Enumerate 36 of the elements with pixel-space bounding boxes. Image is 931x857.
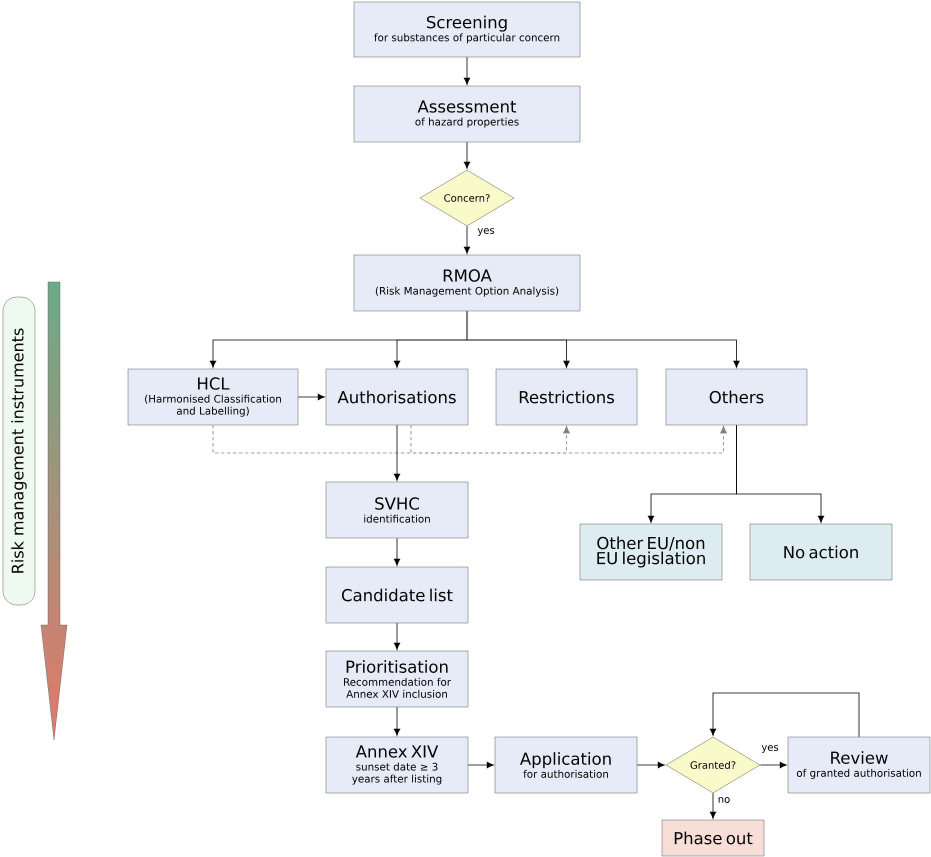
arrow <box>394 424 400 481</box>
arrow <box>394 622 400 650</box>
process-box: RMOA (Risk Management Option Analysis) <box>354 254 580 312</box>
process-box: Prioritisation Recommendation for Annex XIV inclusion <box>326 650 468 708</box>
process-box: Authorisations <box>326 368 468 426</box>
rounded-label-box: Risk management instruments <box>2 296 36 606</box>
outcome-box: Other EU/non EU legislation <box>580 524 722 580</box>
process-box: Candidate list <box>326 566 468 624</box>
process-box: HCL (Harmonised Classification and Labelling) <box>128 368 298 426</box>
process-box: Assessment of hazard properties <box>354 86 580 142</box>
process-box: SVHC identification <box>326 482 468 538</box>
arrow <box>760 762 787 768</box>
outcome-box: No action <box>750 524 892 580</box>
arrow <box>636 762 665 768</box>
arrow <box>710 692 860 738</box>
arrow <box>298 394 325 400</box>
process-box: Restrictions <box>496 368 638 426</box>
arrow <box>464 226 470 254</box>
process-box: Others <box>666 368 808 426</box>
arrow <box>394 538 400 566</box>
arrow <box>466 310 740 368</box>
terminal-box: Phase out <box>662 820 764 856</box>
edge-label: yes <box>476 227 496 237</box>
edge-label: no <box>716 796 732 804</box>
dashed-connector <box>212 424 727 454</box>
arrow <box>464 56 470 85</box>
process-box: Application for authorisation <box>494 736 638 794</box>
arrow <box>394 706 400 736</box>
arrow <box>468 762 494 768</box>
edge-label: yes <box>760 744 780 754</box>
process-box: Annex XIV sunset date ≥ 3 years after listing <box>326 736 468 794</box>
arrow <box>464 142 470 169</box>
arrow <box>710 792 716 819</box>
process-box: Screening for substances of particular concern <box>354 2 580 58</box>
arrow <box>736 424 824 523</box>
process-box: Review of granted authorisation <box>788 736 930 794</box>
